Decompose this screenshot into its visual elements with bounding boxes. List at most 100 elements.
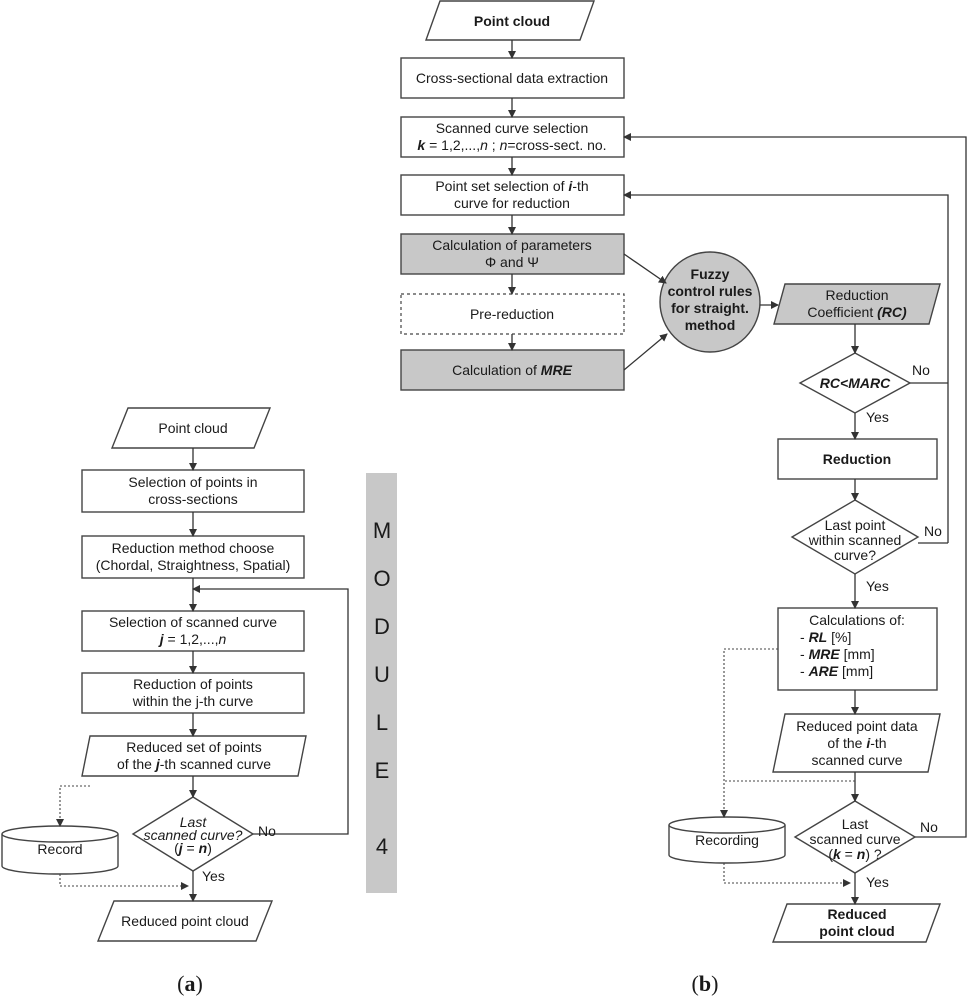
b-arrow-mre-fuzzy bbox=[623, 333, 668, 371]
a-dotted-from-record bbox=[59, 874, 189, 890]
b-lastcurve-line3: (k = n) ? bbox=[828, 846, 882, 862]
b-calculations-box bbox=[777, 607, 938, 691]
b-n-var: n bbox=[480, 137, 488, 153]
b-reduced-data-line3: scanned curve bbox=[811, 752, 902, 768]
a-method-line1: Reduction method choose bbox=[112, 540, 275, 556]
b-fuzzy-line4: method bbox=[685, 317, 736, 333]
b-mre-unit: [mm] bbox=[840, 646, 875, 662]
caption-a-letter: a bbox=[185, 971, 196, 996]
b-curve-sel-line1: Scanned curve selection bbox=[436, 120, 589, 136]
b-lastcurve-line2: scanned curve bbox=[809, 831, 900, 847]
a-n-var: n bbox=[218, 631, 226, 647]
b-prereduction-label: Pre-reduction bbox=[470, 306, 554, 322]
b-th-2: -th bbox=[870, 735, 886, 751]
a-point-cloud-input bbox=[110, 407, 272, 449]
b-fuzzy-line1: Fuzzy bbox=[691, 266, 730, 282]
module-letter-u: U bbox=[374, 662, 390, 687]
b-curve-sel-line2: k = 1,2,...,n ; n=cross-sect. no. bbox=[417, 137, 606, 153]
a-point-cloud-label: Point cloud bbox=[158, 420, 227, 436]
b-i-var: i bbox=[568, 178, 573, 194]
b-arrow-params-fuzzy bbox=[623, 253, 667, 284]
caption-a-open: ( bbox=[177, 971, 184, 996]
b-mre-calc-box bbox=[400, 349, 625, 391]
b-semicolon: ; bbox=[488, 137, 500, 153]
a-n-var-3: n bbox=[199, 840, 208, 856]
b-reduced-cloud-line2: point cloud bbox=[819, 923, 894, 939]
b-dotted-recording-out bbox=[723, 863, 851, 887]
a-scanned-curve-box bbox=[81, 610, 305, 652]
b-yes-label-1: Yes bbox=[866, 409, 889, 425]
a-range: = 1,2,..., bbox=[164, 631, 219, 647]
b-th: -th bbox=[572, 178, 588, 194]
caption-b-open: ( bbox=[692, 971, 699, 996]
b-mre-var-2: MRE bbox=[809, 646, 841, 662]
a-eq: = bbox=[183, 840, 199, 856]
b-rl-unit: [%] bbox=[827, 629, 851, 645]
b-no-label-3: No bbox=[920, 819, 938, 835]
a-reduced-set-line1: Reduced set of points bbox=[126, 739, 261, 755]
a-selection-points-box bbox=[81, 469, 305, 513]
a-of-the: of the bbox=[117, 756, 156, 772]
b-i-var-2: i bbox=[866, 735, 871, 751]
module-letter-o: O bbox=[373, 566, 390, 591]
a-reduced-set-output bbox=[81, 735, 307, 777]
a-reduced-set-line2: of the j-th scanned curve bbox=[117, 756, 271, 772]
b-loop-curve bbox=[623, 133, 967, 838]
b-pointset-text: Point set selection of bbox=[435, 178, 568, 194]
a-scanned-curve-line2: j = 1,2,...,n bbox=[158, 631, 227, 647]
b-k-var: k bbox=[417, 137, 426, 153]
b-params-line2: Φ and Ψ bbox=[485, 254, 539, 270]
module-letter-e: E bbox=[375, 758, 390, 783]
b-pointset-line1: Point set selection of i-th bbox=[435, 178, 588, 194]
a-dotted-to-record bbox=[56, 785, 90, 827]
b-dash-1: - bbox=[800, 629, 809, 645]
b-dash-3: - bbox=[800, 663, 809, 679]
a-yes-label: Yes bbox=[202, 868, 225, 884]
a-paren-close: ) bbox=[207, 840, 212, 856]
b-pointset-box bbox=[400, 174, 625, 216]
a-method-line2: (Chordal, Straightness, Spatial) bbox=[96, 557, 291, 573]
module-letter-d: D bbox=[374, 614, 390, 639]
a-reduction-box bbox=[81, 672, 305, 714]
b-recording-storage bbox=[668, 825, 786, 864]
b-are-var: ARE bbox=[808, 663, 839, 679]
a-record-label: Record bbox=[37, 841, 82, 857]
b-coefficient: Coefficient bbox=[807, 304, 877, 320]
a-reduced-cloud-output bbox=[96, 900, 274, 942]
b-rc-line1: Reduction bbox=[825, 287, 888, 303]
b-lastpoint-line2: within scanned bbox=[808, 532, 902, 548]
a-selection-points-line1: Selection of points in bbox=[128, 474, 257, 490]
b-yes-label-3: Yes bbox=[866, 874, 889, 890]
b-reduced-data-output bbox=[772, 713, 941, 773]
b-mre-calc-label: Calculation of MRE bbox=[452, 362, 572, 378]
b-fuzzy-line2: control rules bbox=[668, 283, 753, 299]
b-n-var-3: n bbox=[857, 846, 866, 862]
b-reduced-data-line1: Reduced point data bbox=[796, 718, 918, 734]
b-fuzzy-line3: for straight. bbox=[671, 300, 749, 316]
a-j-var-2: j bbox=[154, 756, 161, 772]
b-extraction-label: Cross-sectional data extraction bbox=[416, 70, 608, 86]
b-range: = 1,2,..., bbox=[425, 137, 480, 153]
b-extraction-box bbox=[400, 57, 625, 99]
a-loop-no bbox=[192, 585, 349, 835]
module-number-4: 4 bbox=[376, 834, 388, 859]
b-mre-calc-text: Calculation of bbox=[452, 362, 541, 378]
a-paren-open: ( bbox=[174, 840, 179, 856]
b-calc-rl: - RL [%] bbox=[800, 629, 851, 645]
b-rc-abbr: (RC) bbox=[877, 304, 907, 320]
b-calc-are: - ARE [mm] bbox=[800, 663, 873, 679]
b-reduced-cloud-output bbox=[771, 903, 942, 943]
a-scanned-curve-line1: Selection of scanned curve bbox=[109, 614, 277, 630]
b-point-cloud-label: Point cloud bbox=[474, 13, 550, 29]
b-are-unit: [mm] bbox=[838, 663, 873, 679]
caption-a-close: ) bbox=[196, 971, 203, 996]
caption-b-letter: b bbox=[699, 971, 711, 996]
caption-b: (b) bbox=[692, 971, 719, 996]
b-rl-var: RL bbox=[809, 629, 828, 645]
b-lastpoint-line3: curve? bbox=[834, 547, 876, 563]
a-reduced-cloud-label: Reduced point cloud bbox=[121, 913, 249, 929]
b-rc-line2: Coefficient (RC) bbox=[807, 304, 907, 320]
module-letter-l: L bbox=[376, 710, 388, 735]
b-reduction-box bbox=[777, 438, 938, 480]
b-point-cloud-input bbox=[425, 0, 595, 41]
